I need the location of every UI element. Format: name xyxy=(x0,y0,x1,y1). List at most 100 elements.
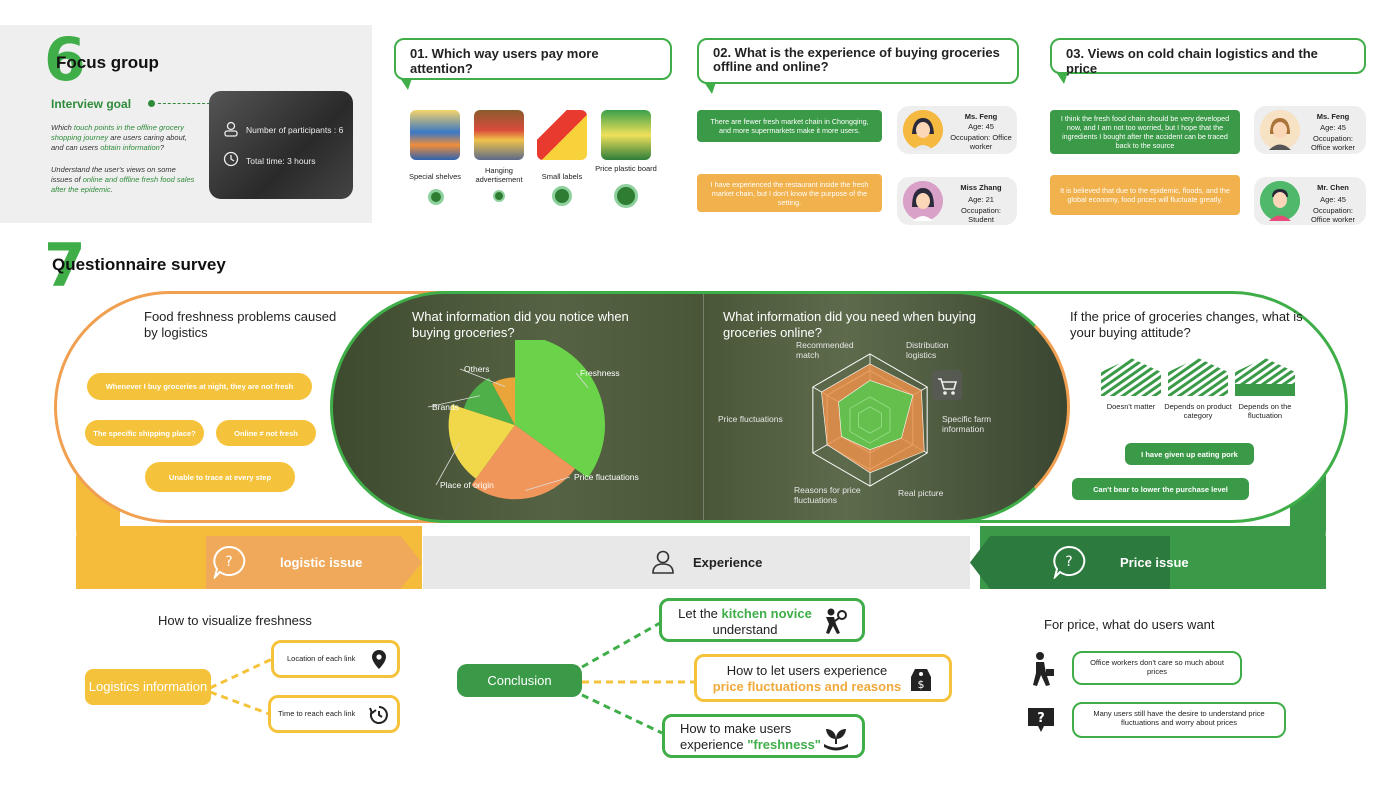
logistics-pill-3: Online ≠ not fresh xyxy=(216,420,316,446)
q2-quote-1: There are fewer fresh market chain in Ch… xyxy=(697,110,882,142)
logistics-info-node: Logistics information xyxy=(85,669,211,705)
interview-goal-label: Interview goal xyxy=(51,97,132,111)
section-title: Focus group xyxy=(56,53,159,72)
attitude-label-2: Depends on product category xyxy=(1164,402,1232,421)
cart-icon-body xyxy=(938,378,958,390)
col2-heading: What information did you notice when buy… xyxy=(412,309,629,341)
pie-label: Brands xyxy=(432,402,459,412)
col4-heading: If the price of groceries changes, what … xyxy=(1070,309,1303,341)
attitude-label-1: Doesn't matter xyxy=(1106,402,1156,411)
special-shelves-image xyxy=(410,110,460,160)
col1-heading: Food freshness problems caused by logist… xyxy=(144,309,337,341)
price-pill-2: Can't bear to lower the purchase level xyxy=(1072,478,1249,500)
q1-label-1: Special shelves xyxy=(408,172,462,181)
radar-inner-ring xyxy=(849,396,891,444)
svg-text:$: $ xyxy=(918,678,925,691)
conclusion-card-3: How to make users experience "freshness" xyxy=(662,714,865,758)
person-icon xyxy=(652,550,674,574)
q1-label-4: Price plastic board xyxy=(595,164,657,173)
pie-leader-line xyxy=(525,476,571,491)
radar-series-inner xyxy=(838,380,914,451)
pie-slice-brands xyxy=(463,377,515,425)
attitude-icon-2 xyxy=(1168,358,1228,396)
q1-title-box: 01. Which way users pay more attention? xyxy=(394,38,672,80)
participants-icon xyxy=(223,121,239,137)
price-tag-icon: $ xyxy=(909,665,933,698)
svg-text:?: ? xyxy=(1037,711,1045,726)
question-box-icon: ? xyxy=(1026,706,1056,734)
cart-icon-wheel xyxy=(951,391,955,395)
goal-description-1: Which touch points in the offline grocer… xyxy=(51,123,187,153)
q1-label-3: Small labels xyxy=(541,172,583,181)
pie-label: Freshness xyxy=(580,368,620,378)
pie-label: Place of origin xyxy=(440,480,494,490)
experience-band xyxy=(423,536,970,589)
participants-count: Number of participants : 6 xyxy=(246,125,344,135)
svg-text:?: ? xyxy=(225,554,232,570)
logistic-band-arrow xyxy=(206,536,422,589)
q2-person-1-card: Ms. Feng Age: 45 Occupation: Office work… xyxy=(897,106,1017,154)
logistic-issue-label: logistic issue xyxy=(280,555,363,570)
attitude-label-3: Depends on the fluctuation xyxy=(1238,402,1292,421)
capsule-divider xyxy=(703,294,704,520)
q3-person-1-card: Ms. Feng Age: 45 Occupation: Office work… xyxy=(1254,106,1366,154)
attention-dot-2 xyxy=(493,190,505,202)
timer-icon xyxy=(369,705,389,730)
radar-inner-ring xyxy=(858,406,882,434)
visualize-connectors xyxy=(210,657,273,717)
cart-icon-bg xyxy=(932,370,962,400)
attitude-icon-1 xyxy=(1101,358,1161,396)
price-band-arrow xyxy=(970,536,1170,589)
price-board-image xyxy=(601,110,651,160)
experience-label: Experience xyxy=(693,555,763,570)
attention-dot-3 xyxy=(552,186,572,206)
q3-title-box: 03. Views on cold chain logistics and th… xyxy=(1050,38,1366,76)
clock-icon xyxy=(223,151,239,167)
q2-title-box: 02. What is the experience of buying gro… xyxy=(697,38,1019,84)
q3-person-2-card: Mr. Chen Age: 45 Occupation: Office work… xyxy=(1254,177,1366,225)
office-worker-icon xyxy=(1028,651,1056,687)
logistics-pill-4: Unable to trace at every step xyxy=(145,462,295,492)
price-issue-label: Price issue xyxy=(1120,555,1189,570)
q2-tail xyxy=(704,82,716,94)
novice-cook-icon xyxy=(820,607,848,640)
price-want-card-1: Office workers don't care so much about … xyxy=(1072,651,1242,685)
goal-description-2: Understand the user's views on some issu… xyxy=(51,165,195,195)
col3-heading: What information did you need when buyin… xyxy=(723,309,976,341)
avatar xyxy=(1260,110,1300,150)
pie-slice-place-of-origin xyxy=(448,404,515,479)
avatar xyxy=(1260,181,1300,221)
q3-quote-1: I think the fresh food chain should be v… xyxy=(1050,110,1240,154)
pie-slice-others xyxy=(492,377,515,425)
photo-capsule xyxy=(330,291,1070,523)
radar-axis-label: Real picture xyxy=(898,488,944,498)
section-number: 6 xyxy=(44,25,86,95)
goal-dot xyxy=(148,100,155,107)
pie-leader-line xyxy=(427,395,480,408)
q1-label-2: Hanging advertisement xyxy=(475,166,523,184)
avatar xyxy=(903,181,943,221)
q1-title: 01. Which way users pay more attention? xyxy=(410,46,599,76)
time-box: Time to reach each link xyxy=(268,695,400,733)
cart-icon xyxy=(932,370,962,400)
focus-group-photo: Number of participants : 6 Total time: 3… xyxy=(209,91,353,199)
price-pill-1: I have given up eating pork xyxy=(1125,443,1254,465)
logistics-pill-2: The specific shipping place? xyxy=(85,420,204,446)
q3-title: 03. Views on cold chain logistics and th… xyxy=(1066,46,1318,76)
conclusion-connectors xyxy=(581,621,695,735)
attitude-icon-3 xyxy=(1235,358,1295,396)
q2-title: 02. What is the experience of buying gro… xyxy=(713,45,1000,75)
total-time: Total time: 3 hours xyxy=(246,156,316,166)
section-number: 7 xyxy=(44,231,86,301)
pie-label: Price fluctuations xyxy=(574,472,639,482)
svg-text:?: ? xyxy=(1065,554,1072,570)
question-bubble-icon: ? xyxy=(212,545,246,581)
attention-dot-1 xyxy=(428,189,444,205)
